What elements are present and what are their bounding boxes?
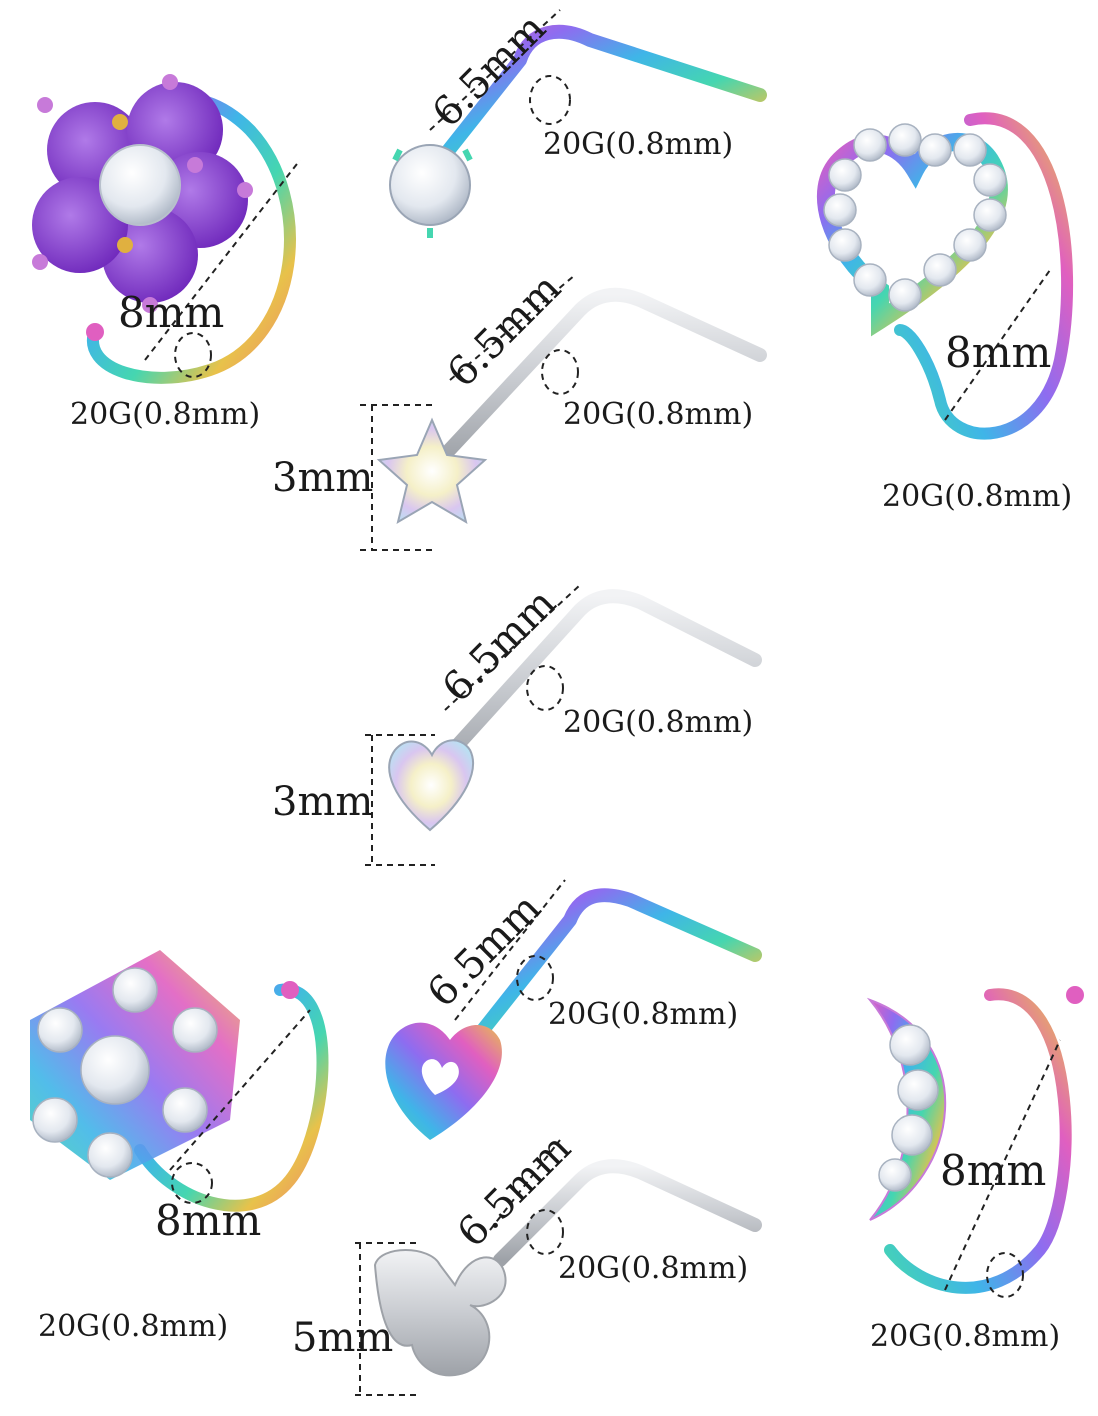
- cluster-hoop-diameter-label: 8mm: [155, 1196, 262, 1245]
- heart-gem-hoop-gauge-label: 20G(0.8mm): [882, 479, 1073, 514]
- open-heart-l-stud: [385, 888, 762, 1140]
- cluster-hoop-gauge-label: 20G(0.8mm): [38, 1309, 229, 1344]
- heart-gem-stud-top-size-label: 3mm: [272, 779, 374, 825]
- butterfly-stud-gauge-label: 20G(0.8mm): [558, 1251, 749, 1286]
- moon-hoop-gauge-label: 20G(0.8mm): [870, 1319, 1061, 1354]
- star-l-stud: [376, 287, 767, 525]
- flower-hoop: [32, 74, 296, 384]
- star-stud-top-size-label: 3mm: [272, 455, 374, 501]
- butterfly-stud-top-size-label: 5mm: [292, 1315, 394, 1361]
- flower-hoop-gauge-label: 20G(0.8mm): [70, 397, 261, 432]
- heart-gem-l-stud: [388, 589, 762, 832]
- moon-hoop: [866, 986, 1084, 1294]
- round-gem-l-stud: [389, 24, 767, 238]
- moon-hoop-diameter-label: 8mm: [940, 1146, 1047, 1195]
- heart-gem-hoop: [817, 112, 1074, 440]
- dimension-lines: [144, 9, 1061, 1396]
- star-stud-gauge-label: 20G(0.8mm): [563, 397, 754, 432]
- open-heart-stud-gauge-label: 20G(0.8mm): [548, 997, 739, 1032]
- cluster-hoop: [30, 950, 329, 1212]
- round-gem-stud-gauge-label: 20G(0.8mm): [543, 127, 734, 162]
- heart-gem-stud-gauge-label: 20G(0.8mm): [563, 705, 754, 740]
- flower-hoop-diameter-label: 8mm: [118, 288, 225, 337]
- butterfly-l-stud: [373, 1159, 762, 1377]
- heart-gem-hoop-diameter-label: 8mm: [945, 328, 1052, 377]
